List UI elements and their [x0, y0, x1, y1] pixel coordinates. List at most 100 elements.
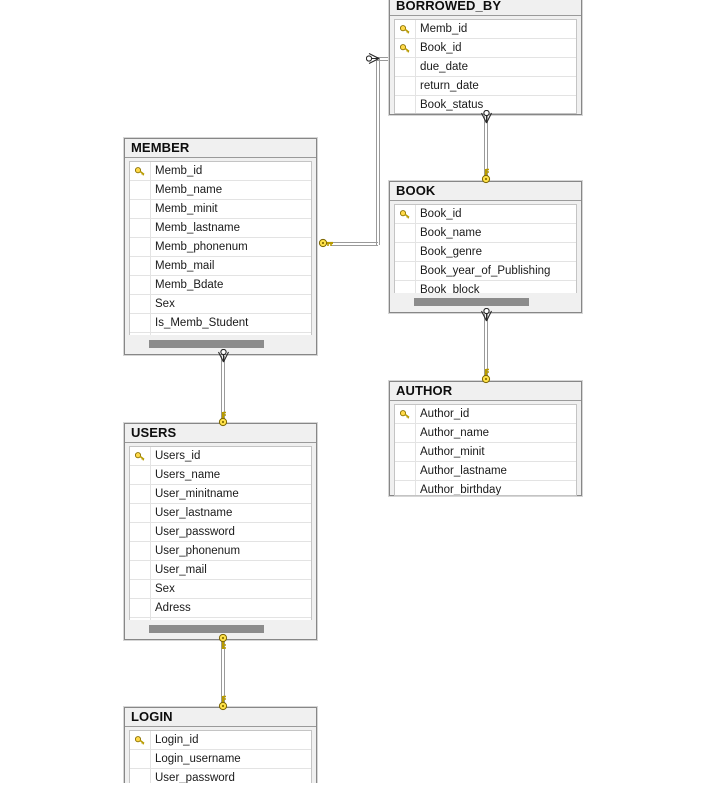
attribute-row[interactable]: Book_block [395, 281, 576, 293]
attribute-row[interactable]: Login_id [130, 731, 311, 750]
entity-author[interactable]: AUTHOR Author_id Author_name Author_mini… [389, 381, 582, 496]
canvas-bottom-edge [0, 783, 709, 787]
connector-member-borrowedby-seg3b [376, 60, 390, 61]
attribute-row[interactable]: Author_id [395, 405, 576, 424]
scrollbar-thumb[interactable] [149, 340, 264, 348]
attribute-row[interactable]: Author_minit [395, 443, 576, 462]
attribute-row[interactable]: Adress [130, 599, 311, 618]
attribute-row[interactable]: Author_birthday [395, 481, 576, 496]
attribute-gutter [395, 462, 416, 480]
attribute-row[interactable]: Book_id [395, 205, 576, 224]
attribute-gutter [130, 731, 151, 749]
attribute-row[interactable]: Book_genre [395, 243, 576, 262]
attribute-gutter [130, 200, 151, 218]
attribute-label: Memb_id [420, 23, 468, 35]
attribute-gutter [130, 466, 151, 484]
entity-book[interactable]: BOOK Book_id Book_name Book_genre Book_y… [389, 181, 582, 313]
attribute-gutter [130, 485, 151, 503]
attribute-label: User_phonenum [155, 545, 241, 557]
horizontal-scrollbar[interactable] [129, 620, 312, 638]
attribute-row[interactable]: Book_name [395, 224, 576, 243]
attribute-row[interactable]: Is_Memb_Student [130, 314, 311, 333]
attribute-gutter [395, 58, 416, 76]
attribute-label: Book_genre [420, 246, 483, 258]
connector-users-member-b [224, 355, 225, 423]
attribute-row[interactable]: Users_name [130, 466, 311, 485]
horizontal-scrollbar[interactable] [129, 335, 312, 353]
crowsfoot-icon [218, 349, 229, 363]
attribute-row[interactable]: Memb_name [130, 181, 311, 200]
entity-title-users: USERS [125, 424, 316, 443]
attribute-gutter [130, 769, 151, 787]
attribute-row[interactable]: Memb_minit [130, 200, 311, 219]
attribute-row[interactable]: Sex [130, 580, 311, 599]
attribute-row[interactable]: User_lastname [130, 504, 311, 523]
crowsfoot-icon [366, 53, 380, 64]
attribute-label: Author_name [420, 427, 490, 439]
attribute-label: Memb_minit [155, 203, 218, 215]
attribute-gutter [130, 238, 151, 256]
attribute-row[interactable]: Memb_lastname [130, 219, 311, 238]
attribute-gutter [130, 561, 151, 579]
entity-attributes-member: Memb_id Memb_name Memb_minit Memb_lastna… [129, 161, 312, 335]
attribute-row-partial [130, 333, 311, 335]
entity-title-login: LOGIN [125, 708, 316, 727]
attribute-row[interactable]: Sex [130, 295, 311, 314]
attribute-row[interactable]: Memb_mail [130, 257, 311, 276]
attribute-gutter [395, 96, 416, 113]
attribute-row[interactable]: Book_year_of_Publishing [395, 262, 576, 281]
attribute-label: Sex [155, 298, 175, 310]
scrollbar-thumb[interactable] [414, 298, 529, 306]
attribute-row[interactable]: Users_id [130, 447, 311, 466]
entity-users[interactable]: USERS Users_id Users_name User_minitname… [124, 423, 317, 640]
attribute-row[interactable]: Book_id [395, 39, 576, 58]
attribute-row[interactable]: Memb_id [395, 20, 576, 39]
connector-login-users [221, 640, 222, 706]
attribute-gutter [395, 443, 416, 461]
attribute-gutter [130, 542, 151, 560]
attribute-row[interactable]: due_date [395, 58, 576, 77]
attribute-label: Is_Memb_Student [155, 317, 249, 329]
attribute-row[interactable]: User_password [130, 523, 311, 542]
entity-login[interactable]: LOGIN Login_id Login_username User_passw… [124, 707, 317, 787]
entity-attributes-users: Users_id Users_name User_minitname User_… [129, 446, 312, 620]
attribute-label: Book_id [420, 208, 462, 220]
attribute-gutter [130, 333, 151, 335]
attribute-gutter [130, 162, 151, 180]
attribute-gutter [395, 262, 416, 280]
key-icon [400, 410, 410, 419]
attribute-row[interactable]: Login_username [130, 750, 311, 769]
entity-borrowed-by[interactable]: BORROWED_BY Memb_id [389, 0, 582, 115]
key-icon [318, 238, 333, 248]
key-icon [135, 736, 145, 745]
attribute-row[interactable]: User_minitname [130, 485, 311, 504]
attribute-row[interactable]: User_phonenum [130, 542, 311, 561]
attribute-label: Author_birthday [420, 484, 502, 496]
attribute-row[interactable]: return_date [395, 77, 576, 96]
connector-book-borrowedby-b [487, 116, 488, 180]
attribute-gutter [395, 405, 416, 423]
attribute-row[interactable]: Book_status [395, 96, 576, 113]
attribute-row[interactable]: Author_lastname [395, 462, 576, 481]
attribute-row[interactable]: User_mail [130, 561, 311, 580]
attribute-row[interactable]: Author_name [395, 424, 576, 443]
connector-member-borrowedby-seg1b [331, 245, 378, 246]
horizontal-scrollbar[interactable] [394, 293, 577, 311]
attribute-label: Memb_id [155, 165, 203, 177]
attribute-gutter [130, 314, 151, 332]
attribute-row[interactable]: Memb_Bdate [130, 276, 311, 295]
attribute-row[interactable]: User_password [130, 769, 311, 787]
attribute-label: Author_minit [420, 446, 485, 458]
attribute-gutter [395, 481, 416, 495]
attribute-row[interactable]: Memb_phonenum [130, 238, 311, 257]
entity-attributes-borrowed-by: Memb_id Book_id due_date return_date [394, 19, 577, 114]
attribute-gutter [395, 77, 416, 95]
entity-member[interactable]: MEMBER Memb_id Memb_name Memb_minit Memb… [124, 138, 317, 355]
attribute-label: due_date [420, 61, 468, 73]
scrollbar-thumb[interactable] [149, 625, 264, 633]
key-icon [218, 634, 228, 649]
attribute-row[interactable]: Memb_id [130, 162, 311, 181]
attribute-label: User_password [155, 526, 235, 538]
attribute-label: Login_username [155, 753, 241, 765]
